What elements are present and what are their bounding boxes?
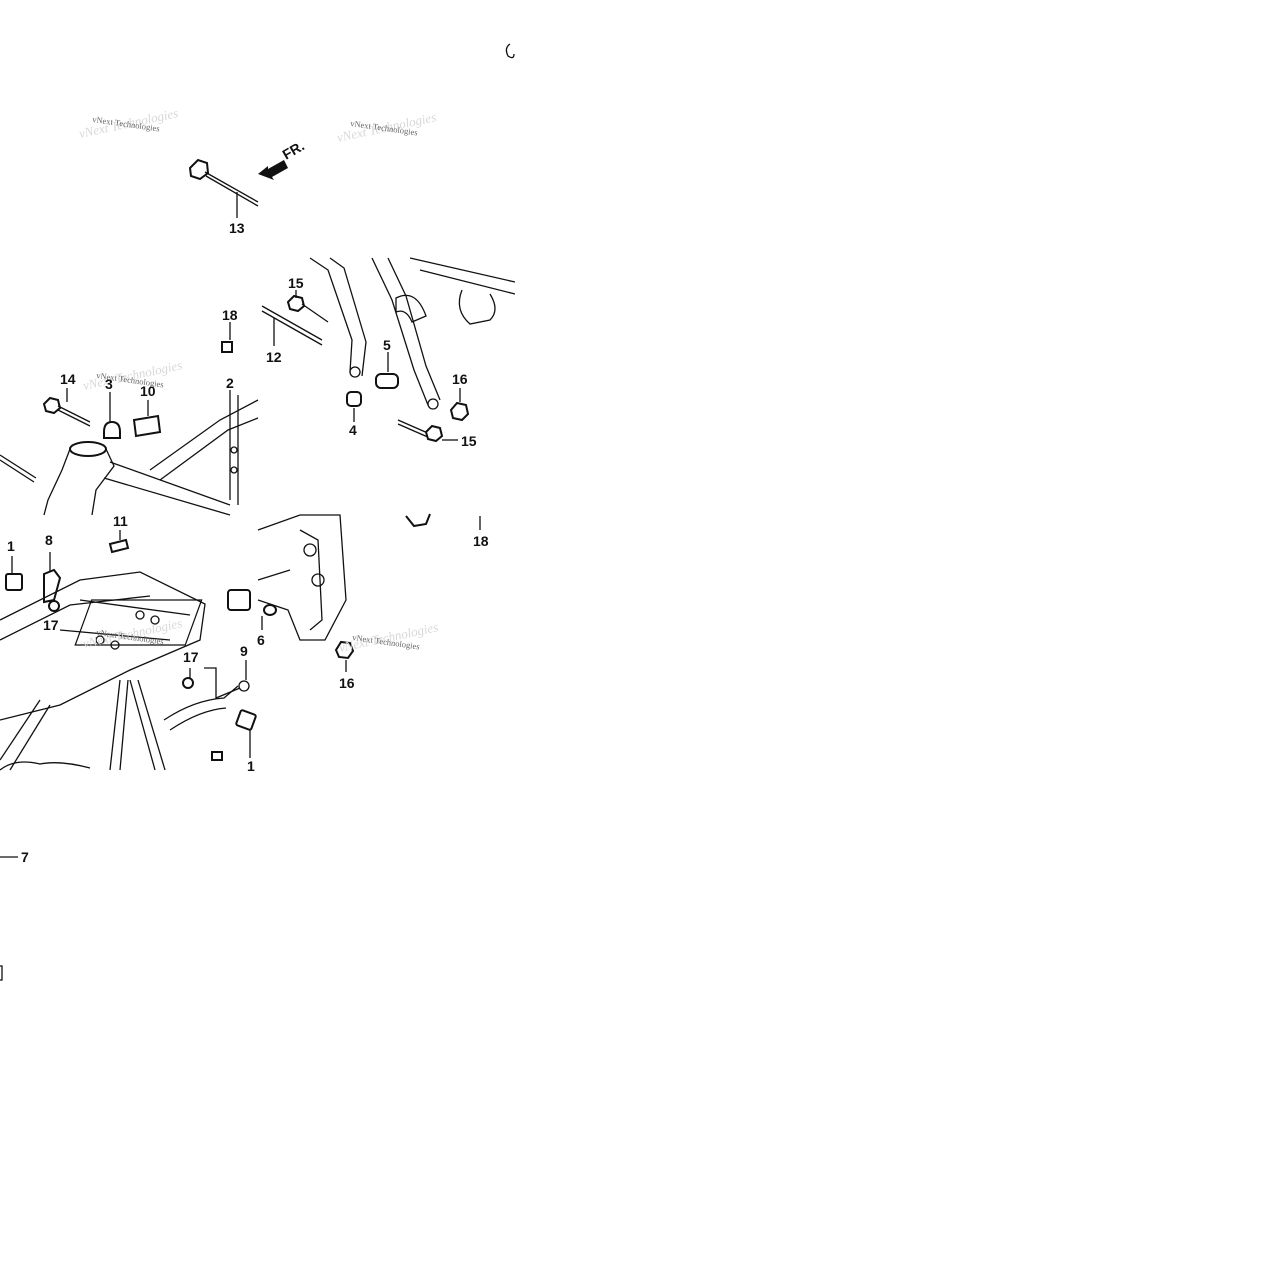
callout-7: 7 [21,849,29,865]
frame-head-section [0,390,259,516]
label-10-illustration [132,400,162,438]
front-direction-arrow: FR. [258,137,307,180]
bracket-18-fragment [405,513,481,530]
tile-middle-left [0,322,259,516]
callout-11: 11 [113,513,128,529]
tile-bottom-right [257,513,481,672]
callout-3: 3 [105,376,113,392]
callout-15-lower: 15 [461,433,477,449]
collar-5-illustration [375,352,399,389]
callout-15: 15 [288,275,304,291]
callout-1-lower: 1 [247,758,255,774]
callout-4: 4 [349,422,357,438]
callout-17-center: 17 [183,649,199,665]
main-frame-body [0,571,206,771]
callout-16-lower: 16 [339,675,355,691]
callout-2: 2 [226,375,234,391]
bolt-15-lower-illustration [397,419,458,443]
blank-area-bottom [0,772,1285,1285]
callout-18-lower: 18 [473,533,489,549]
tile-bottom-left [0,530,257,771]
callout-8: 8 [45,532,53,548]
nut-16-upper-illustration [449,388,470,422]
tile-middle-right [261,257,516,443]
nut-16-lower-illustration [334,640,355,672]
nut-17-left-illustration [48,600,60,612]
mount-block-illustration [227,589,251,611]
partial-bracket-edge [0,965,3,981]
frame-side-plate [257,514,347,641]
bolt-lower-illustration [211,751,223,761]
callout-6: 6 [257,632,265,648]
callout-12: 12 [266,349,282,365]
callout-16: 16 [452,371,468,387]
callout-9: 9 [240,643,248,659]
bolt-14-illustration [42,388,91,427]
partial-nut-edge [505,43,515,59]
down-tube-frame [309,257,516,410]
bolt-12-illustration [261,305,323,346]
bracket-9-illustration [163,660,250,731]
callout-17: 17 [43,617,59,633]
callout-1: 1 [7,538,15,554]
callout-13: 13 [229,220,245,236]
cushion-1-upper-illustration [5,556,23,591]
clip-3-illustration [103,392,121,439]
callout-18: 18 [222,307,238,323]
nut-17-center-illustration [182,668,194,689]
callout-10: 10 [140,383,156,399]
plate-11-illustration [108,530,130,554]
bolt-15-upper-illustration [286,290,329,323]
bolt-18-illustration [221,322,233,353]
part-callouts: 13 18 12 15 5 14 3 10 2 16 4 15 11 18 1 … [7,220,489,865]
bolt-13-illustration [188,158,259,218]
cushion-1-lower-illustration [235,709,257,758]
callout-5: 5 [383,337,391,353]
spacer-6-illustration [261,604,277,630]
direction-label: FR. [280,137,308,162]
bushing-4-illustration [346,391,362,422]
callout-14: 14 [60,371,76,387]
